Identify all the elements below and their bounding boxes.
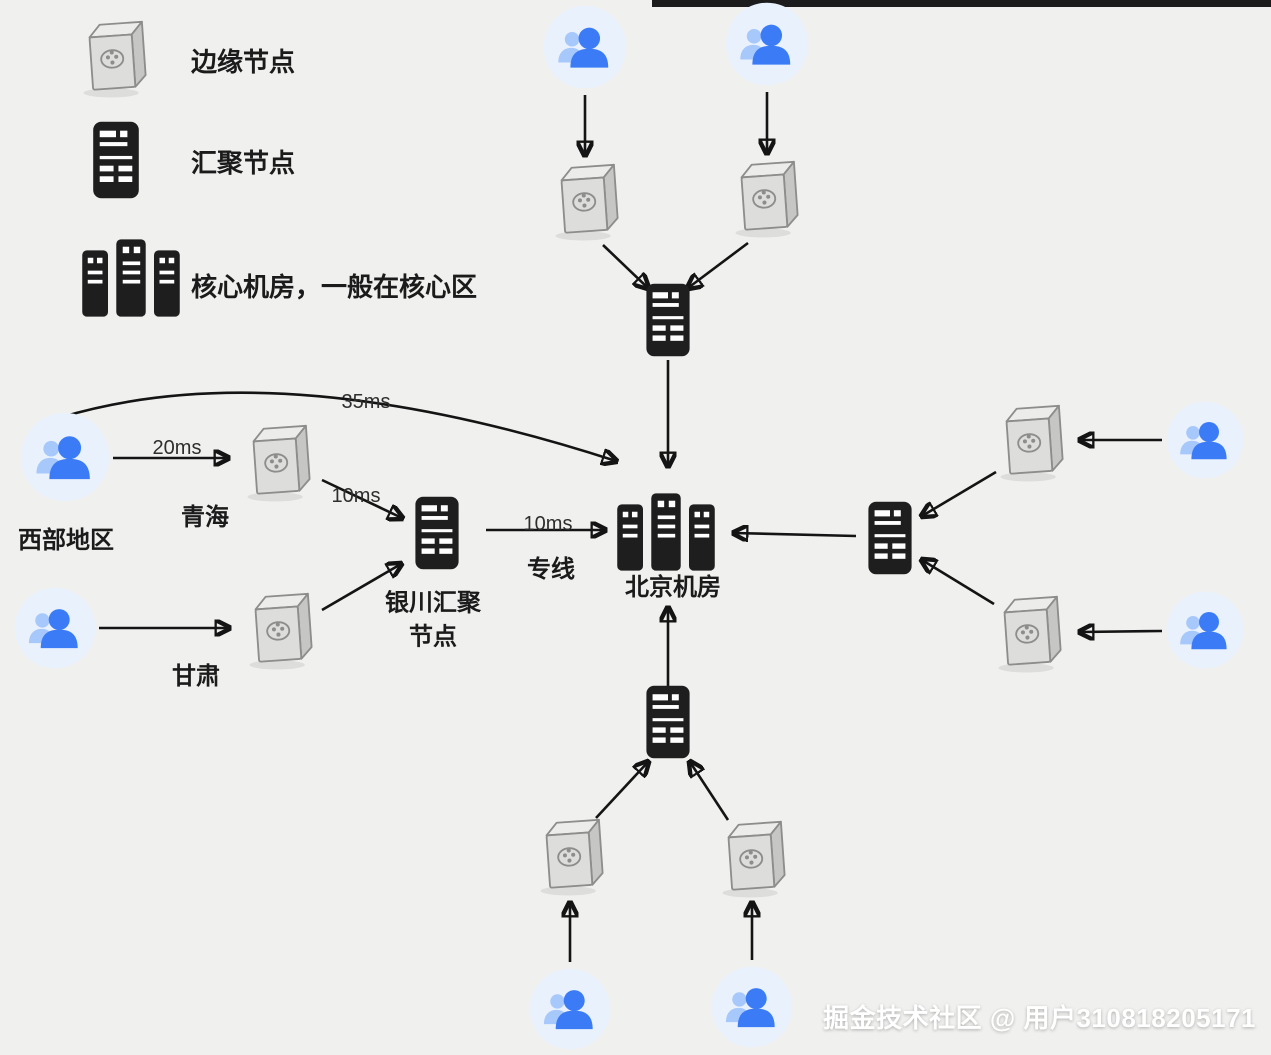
arrow-west-direct-to-beijing <box>61 391 616 461</box>
arrow-bottom-edge2-to-agg <box>690 762 730 821</box>
user-icon <box>1165 590 1245 670</box>
legend-edge-node-icon <box>67 11 159 103</box>
west-region-label: 西部地区 <box>18 527 114 555</box>
dedicated-line-label: 专线 <box>527 556 575 584</box>
edge-node-icon <box>984 395 1076 487</box>
user-icon <box>542 4 628 90</box>
yinchuan-label: 银川汇聚 节点 <box>385 589 481 650</box>
arrow-right-agg-to-beijing <box>734 533 857 536</box>
latency-qinghai-to-yinchuan: 10ms <box>331 485 381 507</box>
edge-node-icon <box>539 154 631 246</box>
qinghai-label: 青海 <box>181 504 229 532</box>
watermark: 掘金技术社区 @ 用户310818205171 <box>823 1003 1256 1033</box>
aggregation-node-icon <box>641 281 695 359</box>
arrow-gansu-to-yinchuan <box>321 564 401 612</box>
aggregation-node-icon <box>641 683 695 761</box>
arrow-right-edge2-to-agg <box>922 560 995 606</box>
qinghai-edge-node-icon <box>231 415 323 507</box>
legend-core-room-label: 核心机房，一般在核心区 <box>190 271 478 302</box>
gansu-label: 甘肃 <box>172 663 220 691</box>
arrow-right-user2-to-edge2 <box>1080 631 1163 632</box>
arrow-right-edge1-to-agg <box>922 470 997 516</box>
west-region-user-icon <box>19 411 111 503</box>
edge-node-icon <box>524 809 616 901</box>
aggregation-node-icon <box>863 499 917 577</box>
edge-node-icon <box>706 811 798 903</box>
latency-west-to-qinghai: 20ms <box>152 437 202 459</box>
beijing-core-room-icon <box>614 486 718 578</box>
user-icon <box>710 965 794 1049</box>
legend-aggregation-node-label: 汇聚节点 <box>190 147 296 178</box>
arrow-qinghai-to-yinchuan <box>321 478 402 518</box>
edge-node-icon <box>982 586 1074 678</box>
user-icon <box>724 1 810 87</box>
user-icon <box>1165 400 1245 480</box>
arrow-bottom-edge1-to-agg <box>595 762 648 819</box>
top-edge-strip <box>652 0 1271 7</box>
gansu-edge-node-icon <box>233 583 325 675</box>
legend-aggregation-node-icon <box>88 119 145 201</box>
gansu-user-icon <box>13 586 97 670</box>
arrow-top-edge1-to-agg <box>602 244 648 288</box>
edge-node-icon <box>719 151 811 243</box>
latency-yinchuan-to-beijing: 10ms <box>523 513 573 535</box>
legend-core-room-icon <box>79 232 183 324</box>
arrow-top-edge2-to-agg <box>688 241 749 288</box>
user-icon <box>528 967 612 1051</box>
latency-west-to-beijing: 35ms <box>341 391 391 413</box>
yinchuan-aggregation-node-icon <box>410 494 464 572</box>
legend-edge-node-label: 边缘节点 <box>190 46 296 77</box>
beijing-label: 北京机房 <box>625 574 721 602</box>
